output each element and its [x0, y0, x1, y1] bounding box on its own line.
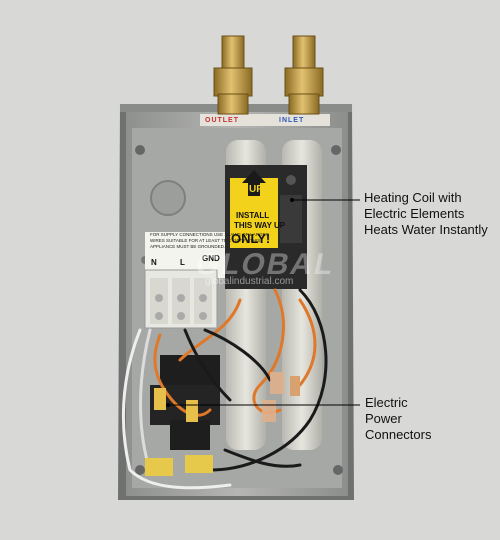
control-module	[225, 165, 307, 289]
callout-power-connectors: Electric Power Connectors	[365, 395, 485, 443]
callout-heating-coil: Heating Coil with Electric Elements Heat…	[364, 190, 494, 238]
terminal-gnd-label: GND	[202, 254, 220, 263]
callout-line: Electric Elements	[364, 206, 465, 221]
inlet-label: INLET	[279, 117, 305, 124]
terminal-l-label: L	[180, 258, 185, 267]
brass-fitting-inlet	[284, 35, 324, 115]
terminal-block	[144, 232, 225, 329]
outlet-label: OUTLET	[205, 117, 239, 124]
sticker-direction-label: THIS WAY UP	[234, 221, 286, 230]
brass-fitting-outlet	[213, 35, 253, 115]
wiring-notice: FOR SUPPLY CONNECTIONS USE 12 AWG OR LAR…	[150, 232, 269, 249]
watermark-url: globalindustrial.com	[205, 276, 294, 287]
sticker-install-label: INSTALL	[236, 211, 270, 220]
callout-line: Heating Coil with	[364, 190, 462, 205]
callout-line: Connectors	[365, 427, 432, 442]
wires	[121, 288, 328, 490]
callout-line: Electric	[365, 395, 408, 410]
callout-line: Heats Water Instantly	[364, 222, 488, 237]
sticker-up-label: UP	[249, 184, 263, 195]
sticker-only-label: ONLY!	[231, 231, 271, 246]
terminal-n-label: N	[151, 258, 157, 267]
callout-line: Power	[365, 411, 402, 426]
